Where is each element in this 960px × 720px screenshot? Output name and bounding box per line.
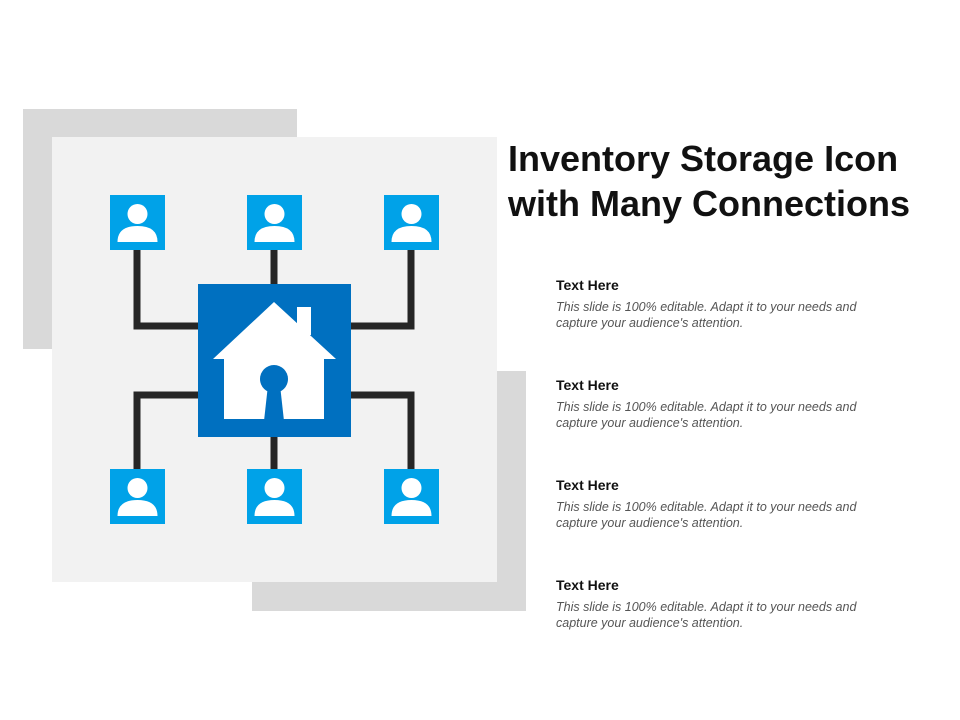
person-icon bbox=[254, 478, 295, 516]
person-node bbox=[247, 469, 302, 524]
person-node bbox=[247, 195, 302, 250]
slide-title: Inventory Storage Icon with Many Connect… bbox=[508, 138, 911, 224]
text-item-3: Text Here This slide is 100% editable. A… bbox=[556, 476, 886, 531]
text-item-heading: Text Here bbox=[556, 477, 619, 493]
connector-lines bbox=[133, 250, 415, 470]
text-item-1: Text Here This slide is 100% editable. A… bbox=[556, 276, 886, 331]
connector-line-bottom-left bbox=[133, 391, 200, 470]
person-icon bbox=[117, 204, 158, 242]
text-item-4: Text Here This slide is 100% editable. A… bbox=[556, 576, 886, 631]
connector-line-top-right bbox=[350, 250, 415, 330]
text-item-body: This slide is 100% editable. Adapt it to… bbox=[556, 500, 857, 530]
text-item-body: This slide is 100% editable. Adapt it to… bbox=[556, 600, 857, 630]
person-nodes bbox=[110, 195, 439, 524]
text-item-2: Text Here This slide is 100% editable. A… bbox=[556, 376, 886, 431]
person-node bbox=[110, 469, 165, 524]
hub-node bbox=[198, 284, 351, 437]
text-item-heading: Text Here bbox=[556, 377, 619, 393]
person-node bbox=[384, 469, 439, 524]
connector-line-bottom-right bbox=[350, 391, 415, 470]
text-item-heading: Text Here bbox=[556, 577, 619, 593]
person-node bbox=[384, 195, 439, 250]
person-icon bbox=[391, 204, 432, 242]
connector-line-top-left bbox=[133, 250, 200, 330]
person-icon bbox=[254, 204, 295, 242]
house-keyhole-icon bbox=[213, 302, 336, 421]
person-icon bbox=[391, 478, 432, 516]
person-icon bbox=[117, 478, 158, 516]
text-item-heading: Text Here bbox=[556, 277, 619, 293]
person-node bbox=[110, 195, 165, 250]
connection-diagram bbox=[110, 195, 439, 524]
text-item-body: This slide is 100% editable. Adapt it to… bbox=[556, 400, 857, 430]
text-item-body: This slide is 100% editable. Adapt it to… bbox=[556, 300, 857, 330]
